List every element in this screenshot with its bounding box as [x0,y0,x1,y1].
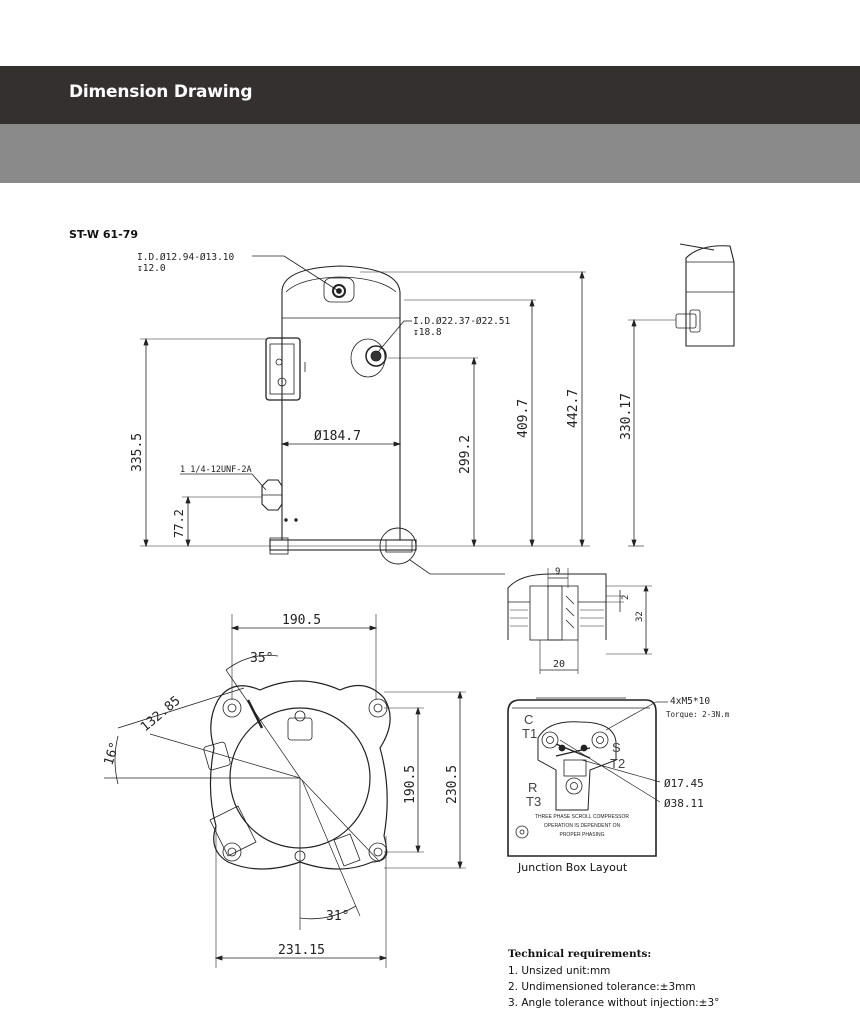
terminal-t2-label: T2 [610,756,625,771]
jb-diameter-38-label: Ø38.11 [664,797,704,810]
foot-width-9-label: 9 [555,567,560,577]
terminal-c-label: C [524,712,533,727]
junction-box-caption: Junction Box Layout [518,861,628,874]
right-side-view: 330.17 [619,243,735,548]
angle-35-label: 35° [250,651,273,666]
foot-height-32-label: 32 [635,611,645,622]
tech-item: 2. Undimensioned tolerance:±3mm [508,981,696,993]
angle-16-label: 16° [102,740,124,767]
jb-diameter-17-label: Ø17.45 [664,777,704,790]
top-view: 190.5 35° 132.85 16° 190.5 230.5 31° 231… [102,613,466,968]
torque-label: Torque: 2-3N.m [666,710,730,719]
foot-width-20-label: 20 [553,659,565,670]
height-442-label: 442.7 [566,389,581,428]
side-view: I.D.Ø12.94-Ø13.10 ↧12.0 I.D.Ø22.37-Ø22.5… [130,252,590,575]
diameter-label: Ø184.7 [314,429,361,444]
terminal-s-label: S [612,740,621,755]
angle-31-label: 31° [326,909,349,924]
tech-item: 3. Angle tolerance without injection:±3° [508,997,720,1009]
discharge-id-label: I.D.Ø22.37-Ø22.51 [413,316,511,327]
top-width-231-label: 231.15 [278,943,325,958]
terminal-r-label: R [528,780,537,795]
terminal-t3-label: T3 [526,794,541,809]
technical-requirements: Technical requirements: 1. Unsized unit:… [508,948,719,1011]
suction-depth-label: ↧12.0 [137,263,166,274]
top-width-190-label: 190.5 [282,613,321,628]
height-335-label: 335.5 [130,433,145,472]
junction-box: 4xM5*10 Torque: 2-3N.m Ø17.45 Ø38.11 C T… [507,696,730,857]
warning-line-2: OPERATION IS DEPENDENT ON [544,823,621,829]
header-bar [0,66,860,124]
terminal-t1-label: T1 [522,726,537,741]
model-label: ST-W 61-79 [69,228,139,241]
foot-detail: 9 2 32 20 [507,567,652,674]
top-height-230-label: 230.5 [445,765,460,804]
top-height-190-label: 190.5 [403,765,418,804]
suction-id-label: I.D.Ø12.94-Ø13.10 [137,252,235,263]
thread-label: 1 1/4-12UNF-2A [180,465,252,475]
page-title: Dimension Drawing [69,82,253,102]
discharge-depth-label: ↧18.8 [413,327,442,338]
height-77-label: 77.2 [172,509,186,538]
height-409-label: 409.7 [516,399,531,438]
warning-line-3: PROPER PHASING [559,832,604,838]
tech-title: Technical requirements: [508,948,652,960]
warning-line-1: THREE PHASE SCROLL COMPRESSOR [535,814,629,820]
tech-item: 1. Unsized unit:mm [508,965,611,977]
foot-height-2-label: 2 [621,595,631,600]
screw-label: 4xM5*10 [670,696,710,707]
height-299-label: 299.2 [458,435,473,474]
radius-132-label: 132.85 [138,693,184,735]
height-330-label: 330.17 [619,393,634,440]
header-subbar [0,124,860,183]
